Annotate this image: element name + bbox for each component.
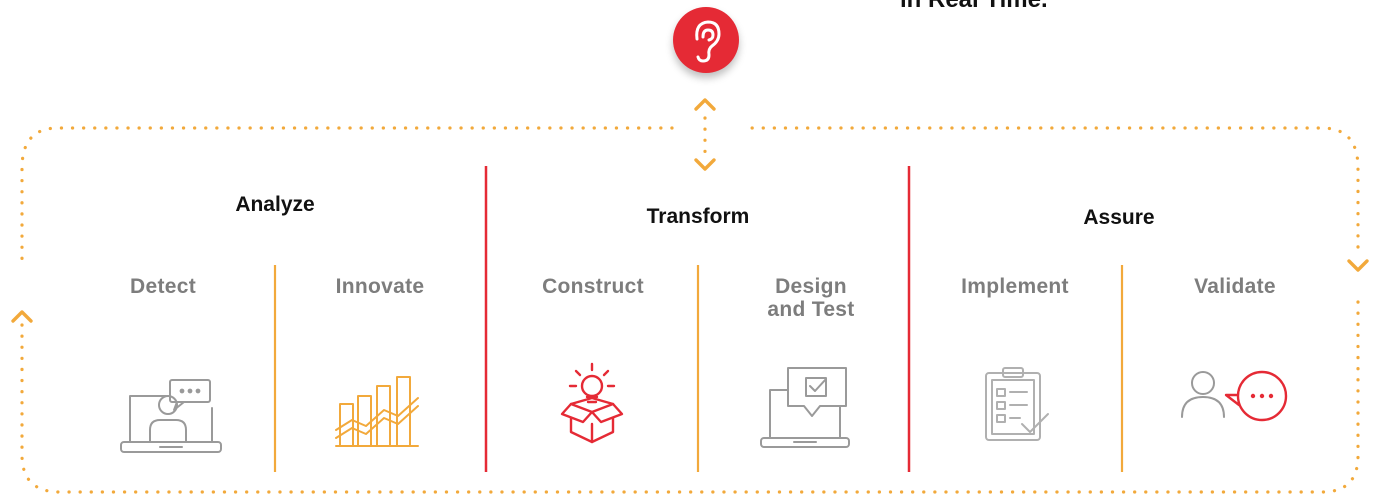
arrowheads	[11, 98, 1369, 323]
video-call-icon	[120, 379, 222, 453]
stage-label-innovate: Innovate	[335, 275, 425, 298]
phase-dividers	[484, 166, 911, 472]
stage-label-construct: Construct	[542, 275, 644, 298]
stage-label-validate: Validate	[1194, 275, 1276, 298]
stage-label-design-and-test: Design and Test	[767, 275, 855, 321]
phase-heading-analyze: Analyze	[235, 193, 315, 216]
phase-heading-assure: Assure	[1083, 206, 1155, 229]
idea-box-icon	[560, 362, 624, 444]
user-chat-icon	[1181, 370, 1288, 422]
laptop-checklist-icon	[760, 367, 850, 448]
arrow-down-top	[694, 158, 716, 171]
growth-chart-icon	[335, 376, 419, 447]
top-caption: in Real Time.	[900, 0, 1200, 14]
stage-label-implement: Implement	[961, 275, 1069, 298]
stage-dividers	[273, 265, 1124, 472]
phase-heading-transform: Transform	[646, 205, 750, 228]
arrow-down-right	[1347, 259, 1369, 272]
ear-icon	[673, 7, 739, 73]
stage-label-detect: Detect	[130, 275, 196, 298]
arrow-up-top	[694, 98, 716, 111]
arrow-up-left	[11, 310, 33, 323]
clipboard-checklist-icon	[985, 367, 1049, 441]
dotted-loop	[20, 116, 1360, 494]
